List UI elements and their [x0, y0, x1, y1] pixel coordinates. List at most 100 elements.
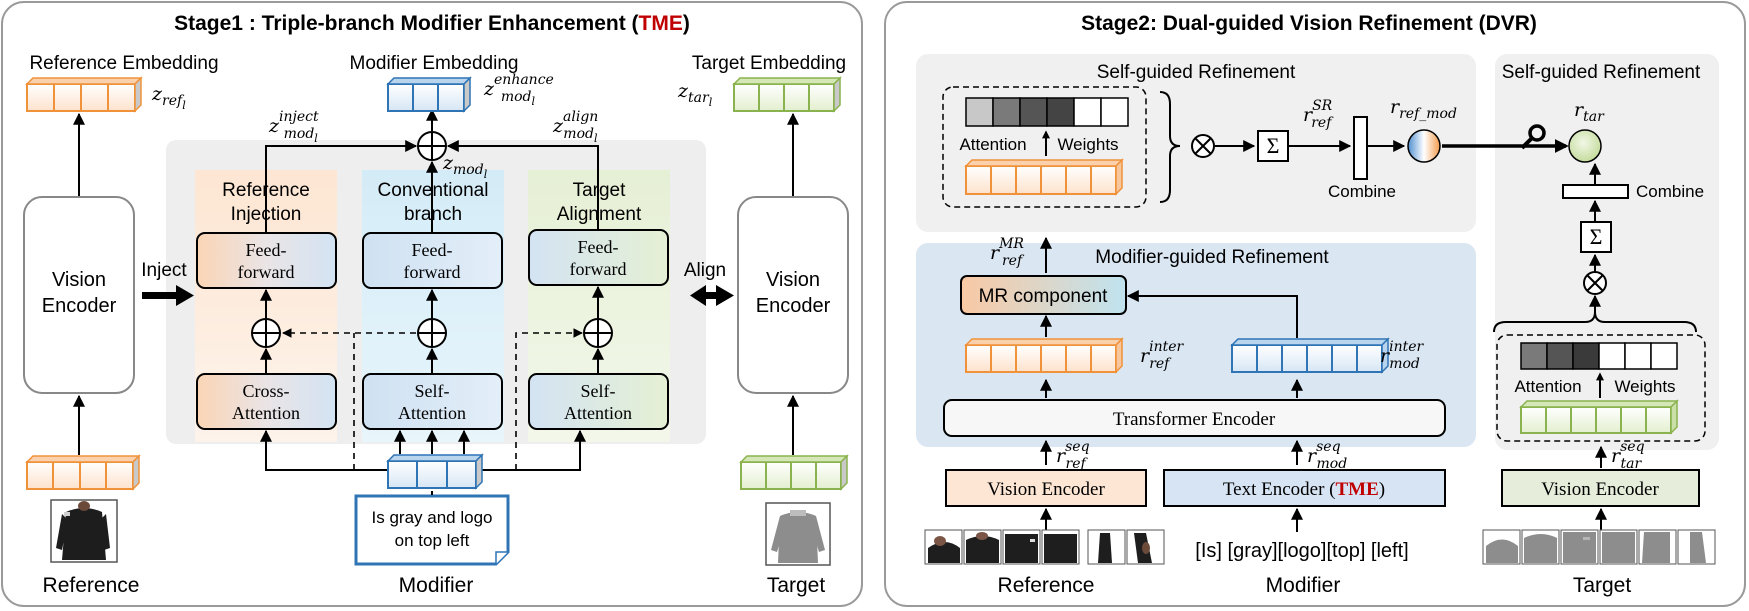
- transformer-encoder-label: Transformer Encoder: [1113, 409, 1276, 430]
- inter-ref-embedding: [964, 337, 1124, 374]
- add-node-ref: [251, 318, 281, 348]
- tar-embedding-stage2: [1519, 399, 1679, 435]
- stage2-caption-modifier: Modifier: [1266, 574, 1341, 597]
- svg-text:Self-Attention: Self-Attention: [398, 381, 466, 423]
- add-node-fusion: [417, 131, 447, 161]
- modifier-tokens: [Is] [gray][logo][top] [left]: [1195, 540, 1408, 562]
- vision-encoder-tar-box: [1501, 469, 1700, 507]
- self-guided-label-right: Self-guided Refinement: [1502, 62, 1701, 83]
- cross-attention-box: Cross-Attention: [196, 373, 337, 430]
- stage1-title: Stage1 : Triple-branch Modifier Enhancem…: [174, 12, 690, 35]
- sr-ref-embedding: [964, 158, 1124, 196]
- z-mod-label: zmodl: [442, 152, 488, 181]
- stage1-caption-reference: Reference: [43, 574, 140, 597]
- ref-embedding-top: [25, 76, 143, 113]
- svg-text:Feed-forward: Feed-forward: [404, 240, 461, 282]
- r-tar-node: [1568, 129, 1602, 163]
- z-ref-label: zrefl: [151, 83, 186, 112]
- inject-label: Inject: [141, 260, 187, 281]
- attention-weights-bar-right: [1520, 342, 1678, 370]
- text-encoder-box: [1163, 469, 1446, 507]
- attention-label-right: Attention: [1514, 377, 1581, 396]
- combine-label: Combine: [1328, 182, 1396, 201]
- ff-box-tar: Feed-forward: [528, 229, 669, 286]
- align-label: Align: [684, 260, 726, 281]
- sum-box-right: [1580, 221, 1612, 253]
- weights-label-right: Weights: [1614, 377, 1675, 396]
- vision-encoder-ref-box: [945, 469, 1147, 507]
- svg-text:Cross-Attention: Cross-Attention: [232, 381, 300, 423]
- branch-arrows: [260, 160, 604, 373]
- ref-embedding-bottom: [25, 454, 141, 491]
- reference-patches: [924, 529, 1165, 565]
- mod-embedding-label: Modifier Embedding: [350, 53, 519, 74]
- stage2-caption-reference: Reference: [998, 574, 1095, 597]
- attention-label: Attention: [959, 135, 1026, 154]
- target-image: [765, 502, 831, 566]
- mod-embedding-bottom: [386, 453, 484, 490]
- sr-attention-dashed-box: [942, 86, 1147, 208]
- transformer-encoder-box: [943, 399, 1446, 437]
- stage2-title: Stage2: Dual-guided Vision Refinement (D…: [1081, 12, 1537, 35]
- tar-attention-dashed-box: [1496, 334, 1706, 442]
- z-tar-label: ztarl: [677, 80, 713, 109]
- fusion-lines: [265, 108, 599, 232]
- inter-mod-to-mr-arrow: [1126, 290, 1298, 338]
- modifier-guided-label: Modifier-guided Refinement: [1095, 247, 1329, 268]
- reference-image: [50, 499, 118, 563]
- weights-label: Weights: [1057, 135, 1118, 154]
- r-ref-mod-node: [1407, 129, 1441, 163]
- text-encoder-label: Text Encoder (TME): [1223, 479, 1385, 500]
- add-node-conv: [417, 318, 447, 348]
- combine-bar: [1353, 116, 1368, 180]
- vision-encoder-tar-label: Vision Encoder: [1541, 479, 1659, 500]
- stage1-caption-target: Target: [767, 574, 826, 597]
- stage1-encoder-arrows: [73, 112, 799, 455]
- vision-encoder-ref-label: Vision Encoder: [987, 479, 1105, 500]
- combine-bar-right: [1562, 184, 1629, 199]
- mr-component-label: MR component: [979, 286, 1109, 307]
- r-tar-label: rtar: [1574, 99, 1605, 125]
- tar-embedding-top: [732, 76, 842, 113]
- combine-label-right: Combine: [1636, 182, 1704, 201]
- tar-embedding-label: Target Embedding: [692, 53, 846, 74]
- vision-encoder-left: [23, 196, 135, 394]
- attention-weights-bar: [965, 97, 1129, 127]
- tar-embedding-bottom: [739, 454, 849, 491]
- stage1-caption-modifier: Modifier: [399, 574, 474, 597]
- ff-box-conv: Feed-forward: [362, 232, 503, 289]
- sr-brace: [1159, 91, 1181, 203]
- mr-component-box: [960, 275, 1127, 315]
- self-guided-label: Self-guided Refinement: [1097, 62, 1296, 83]
- stage2-caption-target: Target: [1573, 574, 1632, 597]
- ref-embedding-label: Reference Embedding: [29, 53, 218, 74]
- inter-mod-embedding: [1230, 337, 1390, 374]
- add-node-tar: [583, 318, 613, 348]
- ff-box-ref: Feed-forward: [196, 232, 337, 289]
- modifier-feed-lines: [260, 429, 586, 471]
- sum-symbol-right: Σ: [1590, 224, 1603, 249]
- self-attention-box-conv: Self-Attention: [362, 373, 503, 430]
- r-ref-mod-label: rref_mod: [1390, 96, 1457, 122]
- sum-symbol: Σ: [1267, 133, 1280, 158]
- self-attention-box-tar: Self-Attention: [528, 373, 669, 430]
- svg-text:Self-Attention: Self-Attention: [564, 381, 632, 423]
- search-icon: [1520, 124, 1546, 150]
- align-arrow: [690, 285, 734, 306]
- svg-text:Feed-forward: Feed-forward: [570, 237, 627, 279]
